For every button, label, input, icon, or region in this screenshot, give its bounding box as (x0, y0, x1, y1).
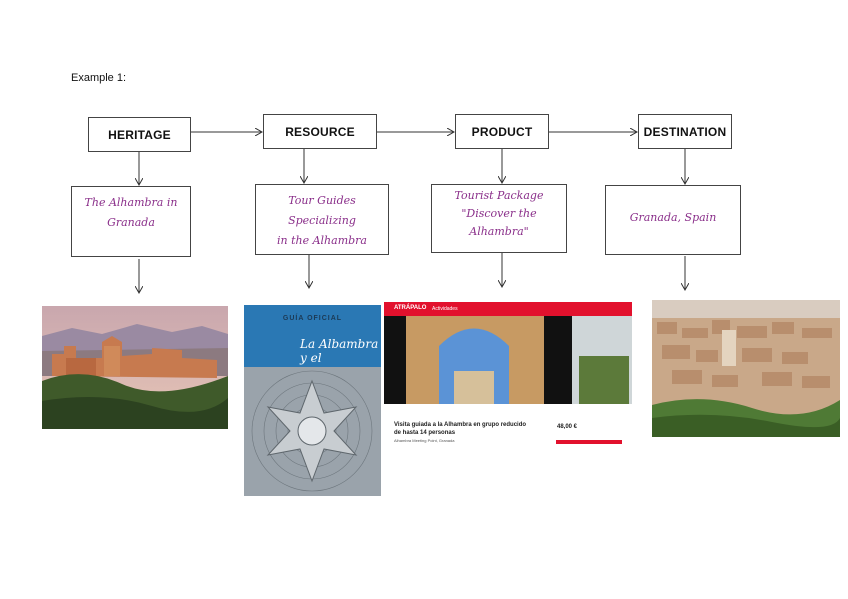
stage-heritage-label: HERITAGE (108, 127, 171, 142)
note-line: Tour Guides Specializing (288, 194, 356, 227)
alhambra-photo (42, 306, 228, 429)
courtyard-image (384, 316, 632, 404)
tour-price: 48,00 € (557, 424, 578, 430)
stage-product-label: PRODUCT (471, 124, 533, 139)
guide-book-photo: GUÍA OFICIAL La Albambra y el Generalife (244, 305, 381, 496)
stage-resource: RESOURCE (263, 114, 377, 149)
stage-resource-label: RESOURCE (285, 124, 355, 139)
note-line: Tourist Package (454, 189, 544, 202)
stage-product: PRODUCT (455, 114, 549, 149)
tour-title-line2: de hasta 14 personas (394, 430, 456, 436)
example-caption: Example 1: (71, 72, 127, 84)
granada-city-photo (652, 300, 840, 437)
note-line: in the Alhambra (276, 234, 367, 247)
muqarnas-dome-image (244, 367, 381, 496)
stage-destination: DESTINATION (638, 114, 732, 149)
book-title-line1: La Albambra (300, 337, 379, 351)
note-line: Granada (107, 216, 155, 229)
stage-heritage: HERITAGE (88, 117, 191, 152)
note-line: The Alhambra in (84, 196, 178, 209)
stage-destination-label: DESTINATION (643, 124, 727, 139)
site-brand: ATRÁPALO (394, 305, 427, 311)
note-destination: Granada, Spain (605, 185, 741, 255)
note-resource: Tour Guides Specializing in the Alhambra (255, 184, 389, 255)
note-product: Tourist Package "Discover the Alhambra" (431, 184, 567, 253)
note-line: Alhambra" (469, 225, 529, 238)
tour-title-line1: Visita guiada a la Alhambra en grupo red… (394, 422, 527, 428)
note-line: Granada, Spain (629, 211, 717, 224)
note-heritage: The Alhambra in Granada (71, 186, 191, 257)
site-nav: Actividades (432, 306, 458, 312)
note-line: "Discover the (461, 207, 537, 220)
site-header-bar (384, 302, 632, 316)
booking-website-photo: ATRÁPALO Actividades Visita guiada a la … (384, 302, 632, 444)
tour-subtitle: Alhambra Meeting Point, Granada (394, 438, 455, 443)
book-now-button[interactable] (556, 440, 622, 444)
book-header: GUÍA OFICIAL (282, 315, 343, 322)
